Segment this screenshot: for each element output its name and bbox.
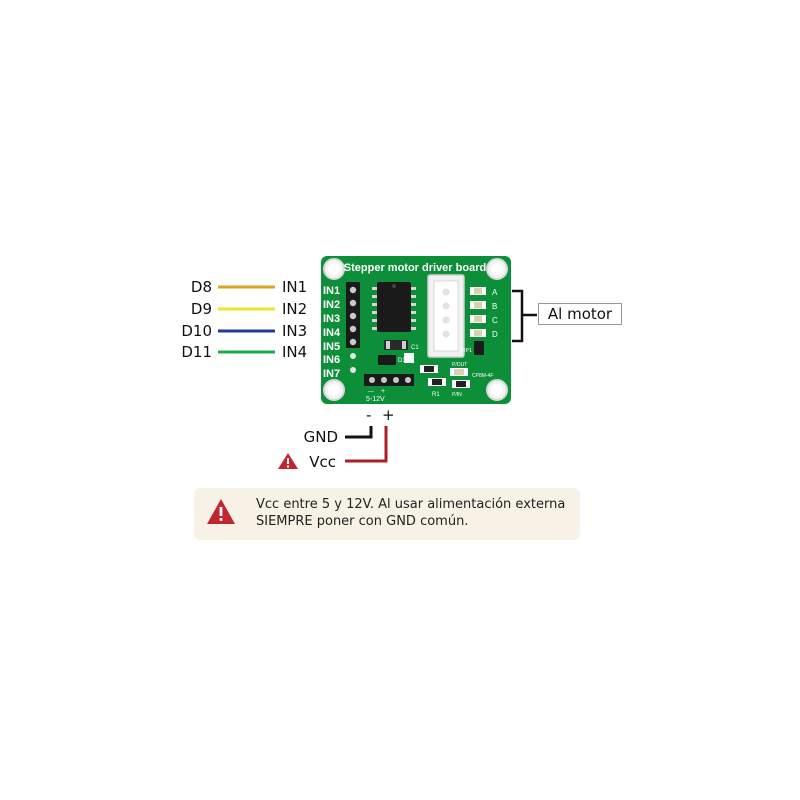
warning-icon (278, 453, 298, 469)
motor-connector (427, 274, 465, 358)
driver-ic (372, 282, 416, 332)
gnd-wire (345, 426, 373, 439)
warning-icon (207, 499, 235, 524)
arduino-pin-label: D10 (181, 322, 212, 340)
svg-text:D1: D1 (398, 358, 406, 364)
board-pin-label: IN2 (323, 299, 340, 311)
input-header (346, 282, 360, 373)
board-pin-label: IN1 (323, 285, 340, 297)
svg-text:+: + (381, 388, 385, 395)
motor-bracket (512, 289, 537, 343)
board-pin-label: IN3 (323, 313, 340, 325)
motor-label: Al motor (538, 303, 622, 325)
vcc-wire (345, 426, 388, 463)
input-pin-label: IN4 (282, 343, 307, 361)
arduino-pin-label: D11 (181, 343, 212, 361)
svg-text:P/IN: P/IN (452, 392, 462, 398)
board-pin-label: IN6 (323, 354, 340, 366)
board-pin-label: IN7 (323, 368, 340, 380)
svg-text:—: — (368, 389, 374, 395)
svg-text:RP1: RP1 (462, 348, 472, 354)
status-leds: A B C D (470, 287, 498, 339)
led-label: B (492, 302, 497, 311)
warning-note: Vcc entre 5 y 12V. Al usar alimentación … (194, 488, 580, 540)
svg-text:C1: C1 (411, 345, 419, 351)
led-label: D (492, 330, 498, 339)
stepper-driver-board: Stepper motor driver board IN1 IN2 IN3 I… (321, 256, 511, 404)
resistor-network: RP1 (462, 341, 484, 355)
small-components: C1 D1 R1 P/OUT P/IN CP8M-4F (378, 340, 493, 398)
connection-d11: D11 IN4 (181, 343, 307, 361)
mounting-holes (323, 258, 508, 401)
power-header: — + 5-12V (364, 374, 414, 403)
input-pin-label: IN3 (282, 322, 307, 340)
svg-text:R1: R1 (432, 392, 440, 398)
arduino-pin-label: D9 (191, 300, 212, 318)
board-title: Stepper motor driver board (344, 262, 486, 274)
svg-text:P/OUT: P/OUT (452, 362, 467, 368)
vcc-label: Vcc (309, 453, 336, 471)
board-pin-labels: IN1 IN2 IN3 IN4 IN5 IN6 IN7 (323, 285, 341, 380)
connection-d9: D9 IN2 (191, 300, 307, 318)
arduino-pin-label: D8 (191, 278, 212, 296)
board-pin-label: IN5 (323, 341, 340, 353)
board-pin-label: IN4 (323, 327, 341, 339)
input-pin-label: IN2 (282, 300, 307, 318)
svg-text:CP8M-4F: CP8M-4F (472, 373, 493, 379)
note-text: Vcc entre 5 y 12V. Al usar alimentación … (256, 497, 566, 529)
connection-d10: D10 IN3 (181, 322, 307, 340)
input-pin-label: IN1 (282, 278, 307, 296)
plus-sign: + (382, 406, 395, 424)
led-label: C (492, 316, 498, 325)
led-label: A (492, 288, 498, 297)
voltage-silk: 5-12V (366, 396, 385, 403)
minus-sign: - (366, 406, 371, 424)
power-connections: - + GND Vcc (278, 406, 395, 471)
gnd-label: GND (304, 428, 338, 446)
connection-d8: D8 IN1 (191, 278, 307, 296)
